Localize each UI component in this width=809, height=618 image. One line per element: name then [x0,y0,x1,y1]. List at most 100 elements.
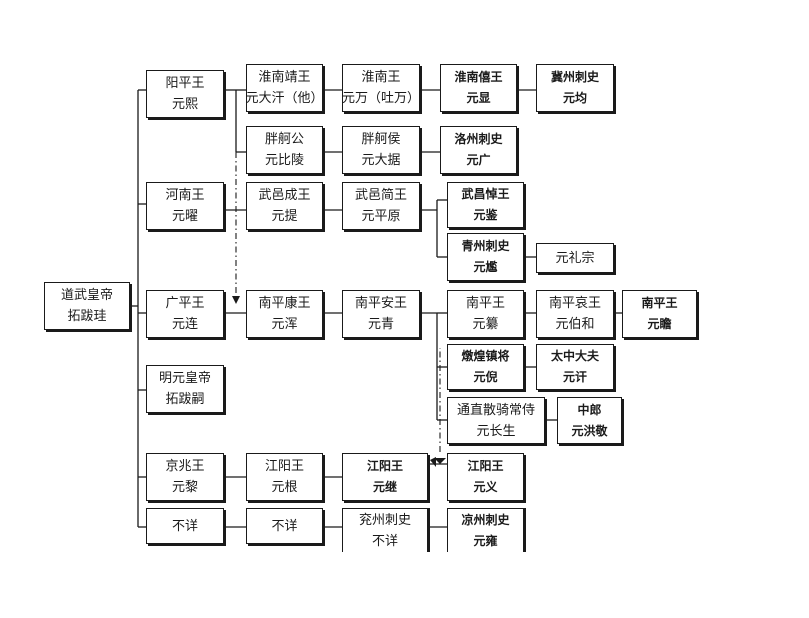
node-yanzhou-line1: 兖州刺史 [358,512,411,528]
node-jiehou-line2: 元大据 [361,153,401,168]
node-buxiang-1: 不详 [146,508,224,544]
node-jiangyang-1: 江阳王 元根 [246,453,323,501]
node-huainanjing-line1: 淮南靖王 [258,70,311,85]
node-buxiang-1-line1: 不详 [171,518,198,534]
node-tongzhi-line1: 通直散骑常侍 [456,402,535,418]
node-nanping: 南平王 元纂 [447,290,524,338]
node-jingzhao: 京兆王 元黎 [146,453,224,501]
node-taizhong: 太中大夫 元讦 [536,344,614,390]
node-wuyijian-line2: 元平原 [361,209,401,224]
node-wuyicheng-line1: 武邑成王 [258,188,311,203]
node-root-line1: 道武皇帝 [60,288,113,303]
node-lizong: 元礼宗 [536,243,614,273]
node-henan-line2: 元曜 [171,209,198,224]
node-jiangyang-2: 江阳王 元继 [342,453,428,501]
node-jiehou: 胖舸侯 元大据 [342,126,420,174]
node-wuchang: 武昌悼王 元鉴 [447,182,524,228]
node-jiangyang-3: 江阳王 元义 [447,453,524,501]
node-dunhuang-line2: 元倪 [473,370,498,384]
node-huainanxi-line2: 元显 [466,91,491,105]
node-qingzhou-line2: 元尷 [473,260,498,274]
node-huainanxi-line1: 淮南僖王 [454,70,503,84]
node-henan: 河南王 元曜 [146,182,224,230]
node-yanzhou-line2: 不详 [371,533,398,549]
node-guangping: 广平王 元连 [146,290,224,338]
node-henan-line1: 河南王 [165,188,205,203]
node-nanpingai-line1: 南平哀王 [548,296,601,311]
node-guangping-line2: 元连 [171,317,198,332]
node-mingyuan-line2: 拓跋嗣 [165,392,205,407]
node-lizong-line1: 元礼宗 [555,250,595,266]
node-taizhong-line2: 元讦 [562,370,587,384]
node-luozhou-line1: 洛州刺史 [454,132,503,146]
node-zhonglang-line2: 元洪敬 [571,423,608,438]
node-jizhou-line1: 冀州刺史 [550,70,599,84]
node-huainanjing-line2: 元大汗（他） [245,91,324,106]
node-qingzhou-line1: 青州刺史 [461,239,510,253]
node-yangping: 阳平王 元熙 [146,70,224,118]
node-wuyijian-line1: 武邑简王 [354,188,407,203]
node-tongzhi-line2: 元长生 [476,423,516,439]
node-jiangyang-3-line1: 江阳王 [467,459,504,473]
node-jiangyang-2-line1: 江阳王 [366,459,403,473]
node-wuyijian: 武邑简王 元平原 [342,182,420,230]
node-wuyicheng: 武邑成王 元提 [246,182,323,230]
node-root-line2: 拓跋珪 [67,309,107,324]
node-jingzhao-line1: 京兆王 [165,459,205,474]
node-nanpingkang-line2: 元浑 [271,317,298,332]
node-dunhuang-line1: 燉煌镇将 [461,349,510,363]
node-luozhou-line2: 元广 [466,153,491,167]
node-jiangyang-1-line1: 江阳王 [264,459,304,474]
node-buxiang-2: 不详 [246,508,323,544]
node-nanpingan: 南平安王 元青 [342,290,420,338]
node-nanpingai-line2: 元伯和 [555,317,595,332]
node-nanpingai: 南平哀王 元伯和 [536,290,614,338]
node-jiegong-line1: 胖舸公 [264,132,304,147]
node-nanpingwang-2-line1: 南平王 [641,296,678,310]
node-wuchang-line1: 武昌悼王 [461,187,510,201]
node-huainanxi: 淮南僖王 元显 [440,64,517,112]
node-jiangyang-3-line2: 元义 [473,480,498,494]
node-nanping-line1: 南平王 [465,296,505,311]
node-mingyuan-line1: 明元皇帝 [158,371,211,386]
node-jingzhao-line2: 元黎 [171,480,198,495]
node-jiegong: 胖舸公 元比陵 [246,126,323,174]
node-buxiang-2-line1: 不详 [271,518,298,534]
node-liangzhou-line1: 凉州刺史 [461,512,510,527]
node-nanpingan-line1: 南平安王 [354,296,407,311]
node-jizhou: 冀州刺史 元均 [536,64,614,112]
node-nanpingkang-line1: 南平康王 [258,296,311,311]
node-tongzhi: 通直散骑常侍 元长生 [447,397,545,444]
node-wuyicheng-line2: 元提 [271,209,298,224]
node-nanping-line2: 元纂 [472,317,499,332]
node-guangping-line1: 广平王 [165,296,205,311]
node-yangping-line2: 元熙 [171,97,198,112]
node-nanpingan-line2: 元青 [367,317,394,332]
node-luozhou: 洛州刺史 元广 [440,126,517,174]
node-yangping-line1: 阳平王 [165,76,205,91]
node-nanpingkang: 南平康王 元浑 [246,290,323,338]
node-huainan-line2: 元万（吐万） [342,91,421,106]
node-root: 道武皇帝 拓跋珪 [44,282,130,330]
node-zhonglang: 中郎 元洪敬 [557,397,622,444]
node-nanpingwang-2: 南平王 元瞻 [622,290,697,338]
node-dunhuang: 燉煌镇将 元倪 [447,344,524,390]
node-wuchang-line2: 元鉴 [473,208,498,222]
node-mingyuan: 明元皇帝 拓跋嗣 [146,365,224,413]
node-yanzhou: 兖州刺史 不详 [342,508,428,552]
node-jiangyang-2-line2: 元继 [372,480,397,494]
node-taizhong-line1: 太中大夫 [550,349,599,363]
node-jizhou-line2: 元均 [562,91,587,105]
node-liangzhou: 凉州刺史 元雍 [447,508,524,552]
node-liangzhou-line2: 元雍 [473,533,498,548]
node-huainan: 淮南王 元万（吐万） [342,64,420,112]
node-huainan-line1: 淮南王 [361,70,401,85]
node-jiegong-line2: 元比陵 [264,153,304,168]
node-jiangyang-1-line2: 元根 [271,480,298,495]
node-jiehou-line1: 胖舸侯 [361,132,401,147]
node-huainanjing: 淮南靖王 元大汗（他） [245,64,324,112]
node-nanpingwang-2-line2: 元瞻 [647,317,672,331]
node-zhonglang-line1: 中郎 [577,402,602,417]
